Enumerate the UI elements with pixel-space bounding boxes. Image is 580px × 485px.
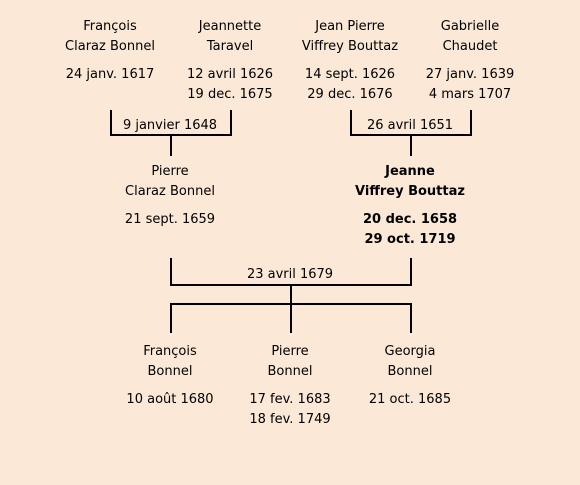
person-first-name: Pierre [271, 344, 309, 359]
person-last-name: Chaudet [442, 39, 498, 54]
person-francois-claraz-bonnel: François Claraz Bonnel 24 janv. 1617 [45, 17, 175, 85]
connector-line [350, 110, 352, 136]
child-line [170, 305, 172, 333]
person-gabrielle-chaudet: Gabrielle Chaudet 27 janv. 1639 4 mars 1… [405, 17, 535, 105]
person-birth: 10 août 1680 [126, 392, 214, 407]
person-birth: 12 avril 1626 [186, 67, 274, 82]
person-last-name: Claraz Bonnel [65, 39, 155, 54]
person-first-name: Gabrielle [440, 19, 500, 34]
person-birth: 21 oct. 1685 [368, 392, 452, 407]
connector-line [410, 258, 412, 286]
person-last-name: Viffrey Bouttaz [355, 184, 465, 199]
connector-line [110, 110, 112, 136]
person-birth: 17 fev. 1683 [249, 392, 331, 407]
connector-line [170, 258, 172, 286]
person-francois-bonnel: François Bonnel 10 août 1680 [105, 342, 235, 410]
person-first-name: Jean Pierre [315, 19, 385, 34]
marriage-bar [170, 284, 412, 286]
child-line [290, 305, 292, 333]
marriage-bar [110, 134, 232, 136]
person-jean-pierre-viffrey-bouttaz: Jean Pierre Viffrey Bouttaz 14 sept. 162… [285, 17, 415, 105]
person-jeanne-viffrey-bouttaz: Jeanne Viffrey Bouttaz 20 dec. 1658 29 o… [345, 162, 475, 250]
person-last-name: Bonnel [387, 364, 433, 379]
person-first-name: Georgia [384, 344, 436, 359]
person-death: 19 dec. 1675 [187, 87, 273, 102]
child-line [410, 305, 412, 333]
descent-line [410, 136, 412, 156]
marriage-date-left: 9 janvier 1648 [122, 118, 218, 133]
person-last-name: Viffrey Bouttaz [301, 39, 399, 54]
marriage-date-parents: 23 avril 1679 [246, 267, 334, 282]
connector-line [470, 110, 472, 136]
person-birth: 24 janv. 1617 [65, 67, 155, 82]
person-birth: 20 dec. 1658 [362, 212, 458, 227]
person-birth: 21 sept. 1659 [124, 212, 216, 227]
person-pierre-claraz-bonnel: Pierre Claraz Bonnel 21 sept. 1659 [105, 162, 235, 230]
person-death: 4 mars 1707 [428, 87, 512, 102]
person-first-name: Jeannette [198, 19, 262, 34]
person-first-name: Jeanne [385, 164, 435, 179]
person-last-name: Taravel [206, 39, 254, 54]
person-first-name: François [143, 344, 197, 359]
person-death: 18 fev. 1749 [249, 412, 331, 427]
person-last-name: Claraz Bonnel [125, 184, 215, 199]
person-death: 29 dec. 1676 [307, 87, 393, 102]
person-first-name: Pierre [151, 164, 189, 179]
person-last-name: Bonnel [267, 364, 313, 379]
descent-line [290, 286, 292, 304]
children-bar [170, 303, 412, 305]
person-birth: 27 janv. 1639 [425, 67, 515, 82]
person-pierre-bonnel: Pierre Bonnel 17 fev. 1683 18 fev. 1749 [225, 342, 355, 430]
person-birth: 14 sept. 1626 [304, 67, 396, 82]
person-jeannette-taravel: Jeannette Taravel 12 avril 1626 19 dec. … [165, 17, 295, 105]
marriage-date-right: 26 avril 1651 [366, 118, 454, 133]
person-georgia-bonnel: Georgia Bonnel 21 oct. 1685 [345, 342, 475, 410]
marriage-bar [350, 134, 472, 136]
descent-line [170, 136, 172, 156]
person-death: 29 oct. 1719 [364, 232, 456, 247]
person-last-name: Bonnel [147, 364, 193, 379]
connector-line [230, 110, 232, 136]
person-first-name: François [83, 19, 137, 34]
